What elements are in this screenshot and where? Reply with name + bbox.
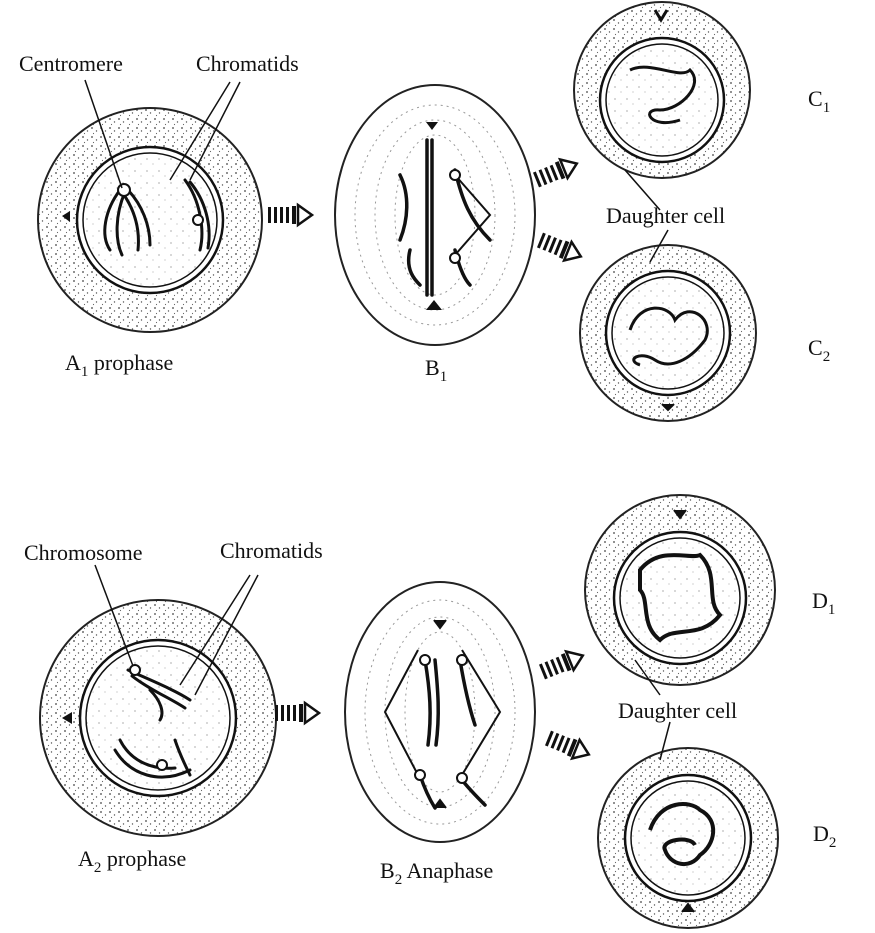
label-centromere: Centromere <box>19 53 123 75</box>
label-a1-text: prophase <box>94 350 173 375</box>
label-c2-sub: 2 <box>823 349 831 365</box>
cell-b1 <box>335 85 535 345</box>
arrow-a2-b2 <box>275 703 319 723</box>
cell-c2 <box>580 245 756 421</box>
label-c1-letter: C <box>808 86 823 111</box>
label-b1-sub: 1 <box>440 369 448 385</box>
label-b2-letter: B <box>380 858 395 883</box>
label-c2-letter: C <box>808 335 823 360</box>
label-d1-sub: 1 <box>828 602 836 618</box>
cell-a2 <box>40 600 276 836</box>
label-a2-sub: 2 <box>94 860 102 876</box>
cell-d2 <box>598 748 778 928</box>
label-d1: D1 <box>812 590 835 612</box>
label-a2-prophase: A2 prophase <box>78 848 186 870</box>
label-b1: B1 <box>425 357 447 379</box>
arrow-a1-b1 <box>268 205 312 225</box>
label-b2-text: Anaphase <box>406 858 493 883</box>
label-a1-letter: A <box>65 350 81 375</box>
label-b1-letter: B <box>425 355 440 380</box>
label-d2-sub: 2 <box>829 835 837 851</box>
label-d1-letter: D <box>812 588 828 613</box>
label-d2: D2 <box>813 823 836 845</box>
cell-a1 <box>38 108 262 332</box>
cell-b2 <box>345 582 535 842</box>
label-d2-letter: D <box>813 821 829 846</box>
label-a2-text: prophase <box>107 846 186 871</box>
label-chromatids-top: Chromatids <box>196 53 299 75</box>
label-daughter-cell-top: Daughter cell <box>606 205 725 227</box>
label-c1: C1 <box>808 88 830 110</box>
label-a1-prophase: A1 prophase <box>65 352 173 374</box>
cell-d1 <box>585 495 775 685</box>
label-b2-anaphase: B2 Anaphase <box>380 860 493 882</box>
label-a1-sub: 1 <box>81 364 89 380</box>
label-c1-sub: 1 <box>823 100 831 116</box>
label-c2: C2 <box>808 337 830 359</box>
label-chromatids-bottom: Chromatids <box>220 540 323 562</box>
label-a2-letter: A <box>78 846 94 871</box>
label-b2-sub: 2 <box>395 872 403 888</box>
label-daughter-cell-bottom: Daughter cell <box>618 700 737 722</box>
cell-c1 <box>574 2 750 178</box>
label-chromosome: Chromosome <box>24 542 143 564</box>
